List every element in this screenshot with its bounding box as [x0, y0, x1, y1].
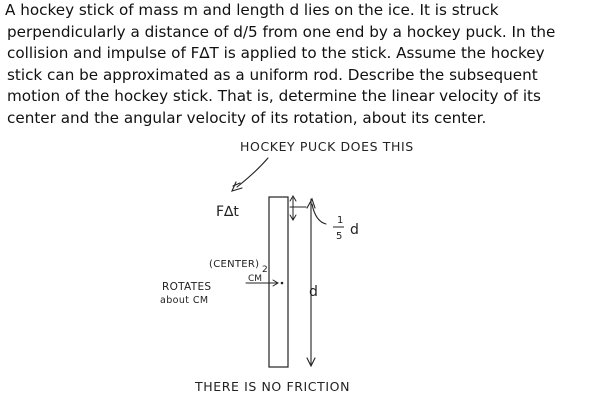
- hockey-stick: [268, 196, 289, 368]
- offset-numerator: 1: [337, 215, 343, 226]
- rotates-label: ROTATES: [162, 281, 211, 293]
- length-dimension: [306, 198, 316, 368]
- length-label: d: [309, 284, 318, 300]
- problem-line-2: perpendicularly a distance of d/5 from o…: [7, 22, 556, 41]
- center-label: (CENTER): [209, 259, 259, 270]
- center-of-mass-dot: [280, 281, 284, 285]
- offset-variable: d: [350, 222, 359, 238]
- problem-line-4: stick can be approximated as a uniform r…: [7, 65, 538, 84]
- puck-label: HOCKEY PUCK DOES THIS: [240, 139, 414, 154]
- puck-arrow: [231, 157, 269, 192]
- about-cm-label: about CM: [160, 295, 208, 306]
- offset-denominator: 5: [336, 231, 342, 242]
- cm-label: CM: [248, 274, 262, 284]
- offset-marker: [289, 195, 297, 221]
- problem-line-1: A hockey stick of mass m and length d li…: [5, 1, 499, 19]
- cm-pointer-arrow: [245, 279, 279, 287]
- problem-line-6: center and the angular velocity of its r…: [7, 108, 487, 127]
- problem-statement: A hockey stick of mass m and length d li…: [5, 0, 593, 130]
- impulse-label: F∆t: [216, 204, 239, 220]
- problem-line-5: motion of the hockey stick. That is, det…: [7, 87, 541, 106]
- center-subscript: 2: [262, 265, 268, 275]
- problem-line-3: collision and impulse of F∆T is applied …: [7, 44, 545, 63]
- friction-label: THERE IS NO FRICTION: [194, 379, 350, 394]
- impact-arrow: [289, 197, 327, 225]
